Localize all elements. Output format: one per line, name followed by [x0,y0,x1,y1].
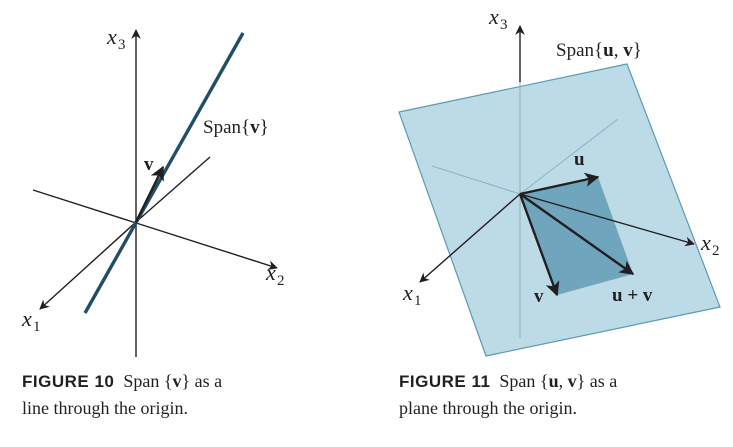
figure-10-caption-line1: FIGURE 10 Span {v} as a [22,368,222,395]
figure-11-caption-line1: FIGURE 11 Span {u, v} as a [399,368,617,395]
x1-label: x [21,306,32,331]
vector-u-plus-v-label: u + v [612,285,653,306]
caption-text: Span { [499,371,549,391]
x2-label: x [265,260,276,285]
x2-label: x [700,230,711,255]
figure-11-caption-line2: plane through the origin. [399,398,577,418]
caption-vector: v [172,371,182,391]
x1-axis-back [135,156,211,223]
x3-label: x [488,4,499,29]
vector-u [519,172,600,196]
vector-v [518,193,560,297]
span-v-label: Span{v} [203,117,269,138]
x1-label: x [402,280,413,305]
vector-v [134,165,165,223]
caption-text: } as a [576,371,618,391]
parallelogram-u-v [520,177,633,295]
x1-axis [419,193,521,283]
figure-10-caption: FIGURE 10 Span {v} as a line through the… [22,368,222,421]
vector-u-label: u [574,149,585,170]
figure-11-number: FIGURE 11 [399,372,491,391]
vector-v-label: v [534,286,544,307]
span-line [83,32,245,314]
x3-label-sub: 3 [118,37,126,53]
x1-axis [39,221,137,310]
vector-v-label: v [144,154,154,175]
x1-axis-back [519,118,619,195]
figure-11: x 3 x 2 x 1 Span{u, v} u v u + v [398,4,721,357]
x3-label: x [106,24,117,49]
span-u-v-label: Span{u, v} [556,40,642,61]
x2-label-sub: 2 [712,243,720,259]
caption-text: } as a [181,371,223,391]
x1-label-sub: 1 [33,319,41,335]
x2-axis [32,189,278,270]
x2-axis [519,193,695,247]
caption-separator: , [558,371,568,391]
x3-label-sub: 3 [500,17,508,33]
caption-vector-v: v [567,371,577,391]
x2-label-sub: 2 [277,273,285,289]
figure-10: x 3 x 2 x 1 Span{v} v [21,24,285,357]
x1-label-sub: 1 [414,293,422,309]
caption-vector-u: u [548,371,559,391]
figure-11-caption: FIGURE 11 Span {u, v} as a plane through… [399,368,617,421]
x2-axis-back [431,165,521,195]
figure-10-caption-line2: line through the origin. [22,398,188,418]
vector-u-plus-v [519,193,635,275]
figure-10-number: FIGURE 10 [22,372,115,391]
caption-text: Span { [123,371,173,391]
